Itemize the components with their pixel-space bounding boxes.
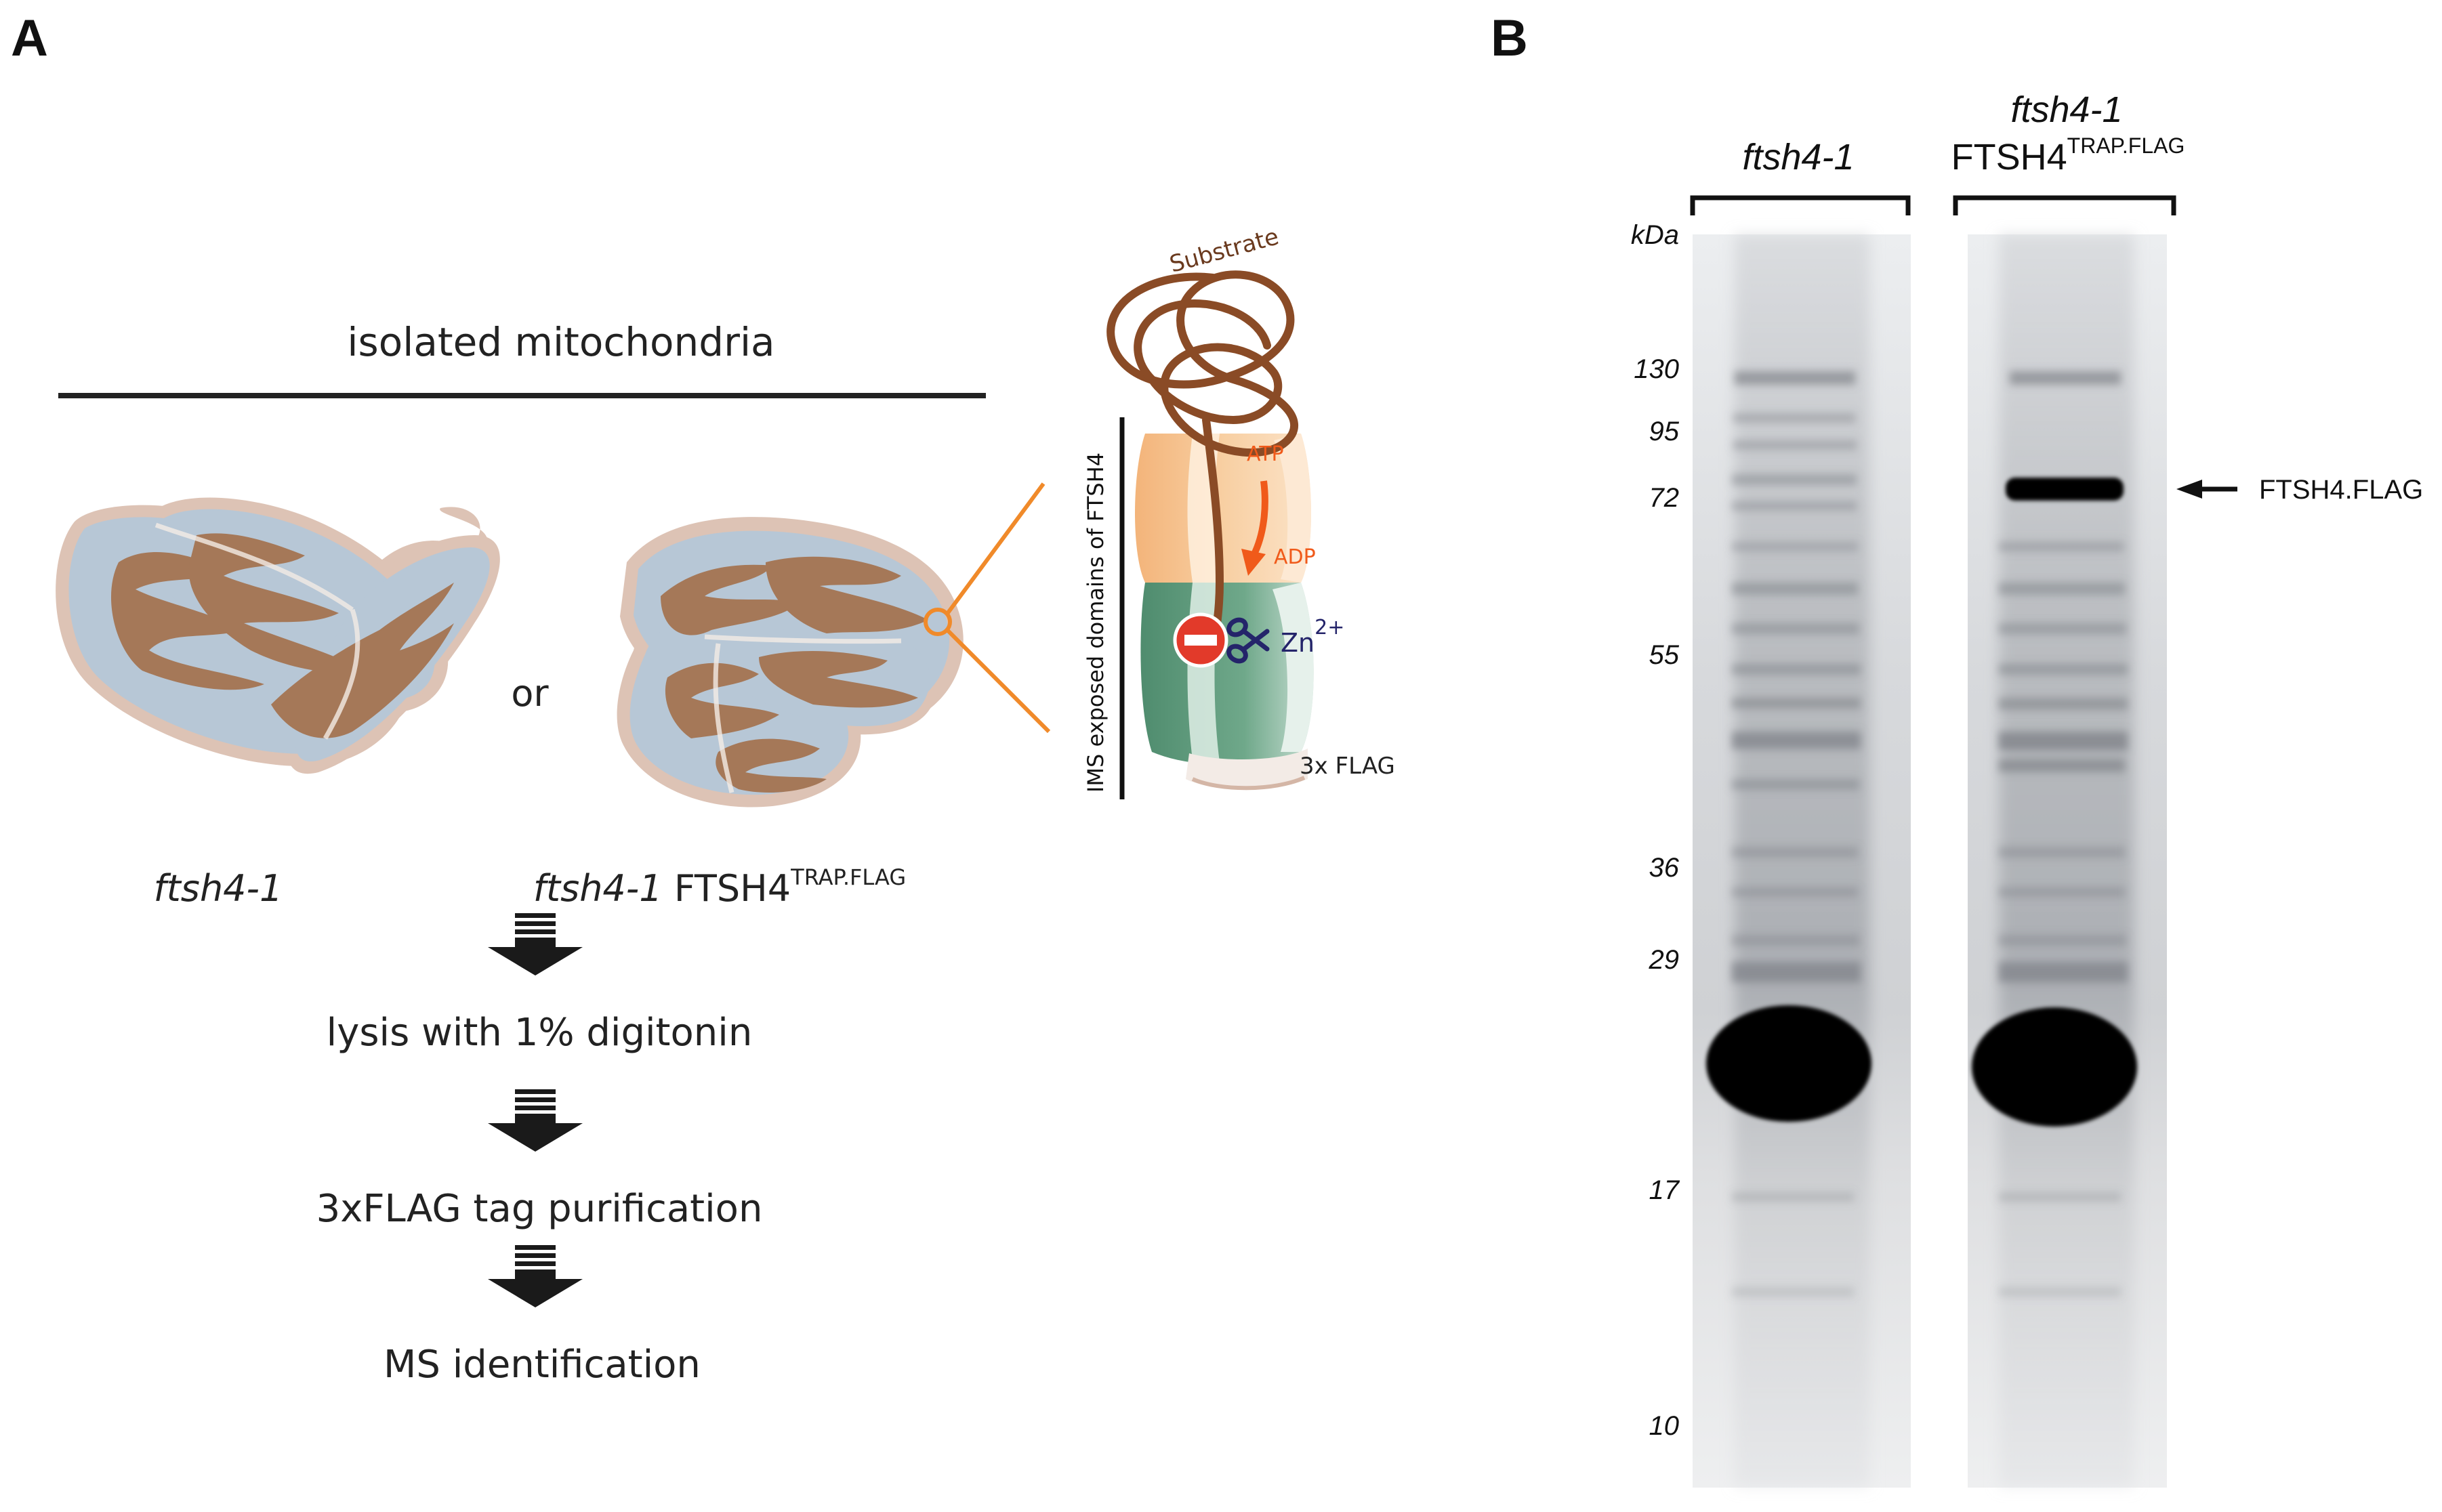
marker-29: 29: [1649, 945, 1680, 975]
mitochondria-illustration-right: [617, 517, 964, 807]
lane1-bracket: [1690, 195, 1911, 215]
zinc-label: Zn2+: [1281, 616, 1344, 658]
aaa-domain: [1135, 434, 1311, 583]
lane2-header-construct: FTSH4TRAP.FLAG: [1951, 133, 2185, 177]
marker-95: 95: [1649, 417, 1680, 446]
strain-label-left: ftsh4-1: [154, 867, 283, 910]
lane1-major-band: [1706, 1005, 1871, 1122]
strain-right-genotype: ftsh4-1: [533, 867, 663, 910]
flag-tag-label: 3x FLAG: [1300, 753, 1395, 780]
workflow-arrow-1: [488, 913, 583, 975]
atp-adp-arrow: [1250, 480, 1268, 558]
lane2-header-name: FTSH4: [1951, 137, 2067, 177]
scissors-icon: [1226, 617, 1270, 664]
zoom-circle: [924, 608, 952, 636]
or-label: or: [511, 672, 549, 715]
panel-a-label: A: [11, 9, 48, 67]
zinc-charge: 2+: [1315, 616, 1344, 639]
lane2-header-superscript: TRAP.FLAG: [2067, 133, 2185, 158]
adp-label: ADP: [1274, 545, 1316, 569]
marker-55: 55: [1649, 640, 1680, 670]
step-ms-identification: MS identification: [384, 1343, 701, 1387]
ftsh4-protease-schematic: IMS exposed domains of FTSH4 Su: [1083, 223, 1395, 799]
strain-right-superscript: TRAP.FLAG: [790, 864, 906, 890]
lane2-header-genotype: ftsh4-1: [2010, 89, 2122, 130]
marker-72: 72: [1649, 483, 1680, 513]
band-annotation-label: FTSH4.FLAG: [2259, 475, 2423, 505]
ftsh4-flag-band: [2006, 478, 2124, 501]
band-annotation-arrow: [2176, 480, 2237, 499]
atp-adp-arrowhead: [1241, 549, 1266, 576]
panel-b-label: B: [1491, 9, 1528, 67]
atp-label: ATP: [1247, 442, 1284, 466]
panel-b: B ftsh4-1 ftsh4-1 FTSH4TRAP.FLAG: [1491, 9, 2423, 1488]
ims-label: IMS exposed domains of FTSH4: [1083, 453, 1109, 793]
panel-a: A isolated mitochondria: [11, 9, 1395, 1387]
gel-lane-1: [1693, 234, 1911, 1488]
isolated-mitochondria-heading: isolated mitochondria: [347, 319, 774, 365]
marker-10: 10: [1649, 1411, 1680, 1441]
gel-lane-2: [1968, 234, 2167, 1488]
zoom-lines: [945, 482, 1051, 734]
protease-domain: [1140, 583, 1314, 791]
kda-label: kDa: [1631, 220, 1679, 250]
strain-label-right: ftsh4-1 FTSH4TRAP.FLAG: [533, 864, 906, 910]
lane1-header: ftsh4-1: [1742, 137, 1854, 177]
lane2-bracket: [1953, 195, 2176, 215]
marker-36: 36: [1649, 853, 1680, 883]
marker-130: 130: [1634, 354, 1679, 384]
zinc-symbol: Zn: [1281, 628, 1315, 658]
step-lysis: lysis with 1% digitonin: [327, 1011, 753, 1055]
lane2-major-band: [1972, 1007, 2137, 1127]
workflow-arrow-2: [488, 1089, 583, 1152]
inhibition-icon: [1173, 612, 1228, 668]
step-purification: 3xFLAG tag purification: [316, 1187, 763, 1231]
marker-17: 17: [1649, 1175, 1680, 1205]
strain-right-construct: FTSH4: [674, 867, 791, 910]
workflow-arrow-3: [488, 1245, 583, 1307]
substrate-label: Substrate: [1167, 223, 1282, 278]
mitochondria-illustration-left: [56, 497, 500, 774]
